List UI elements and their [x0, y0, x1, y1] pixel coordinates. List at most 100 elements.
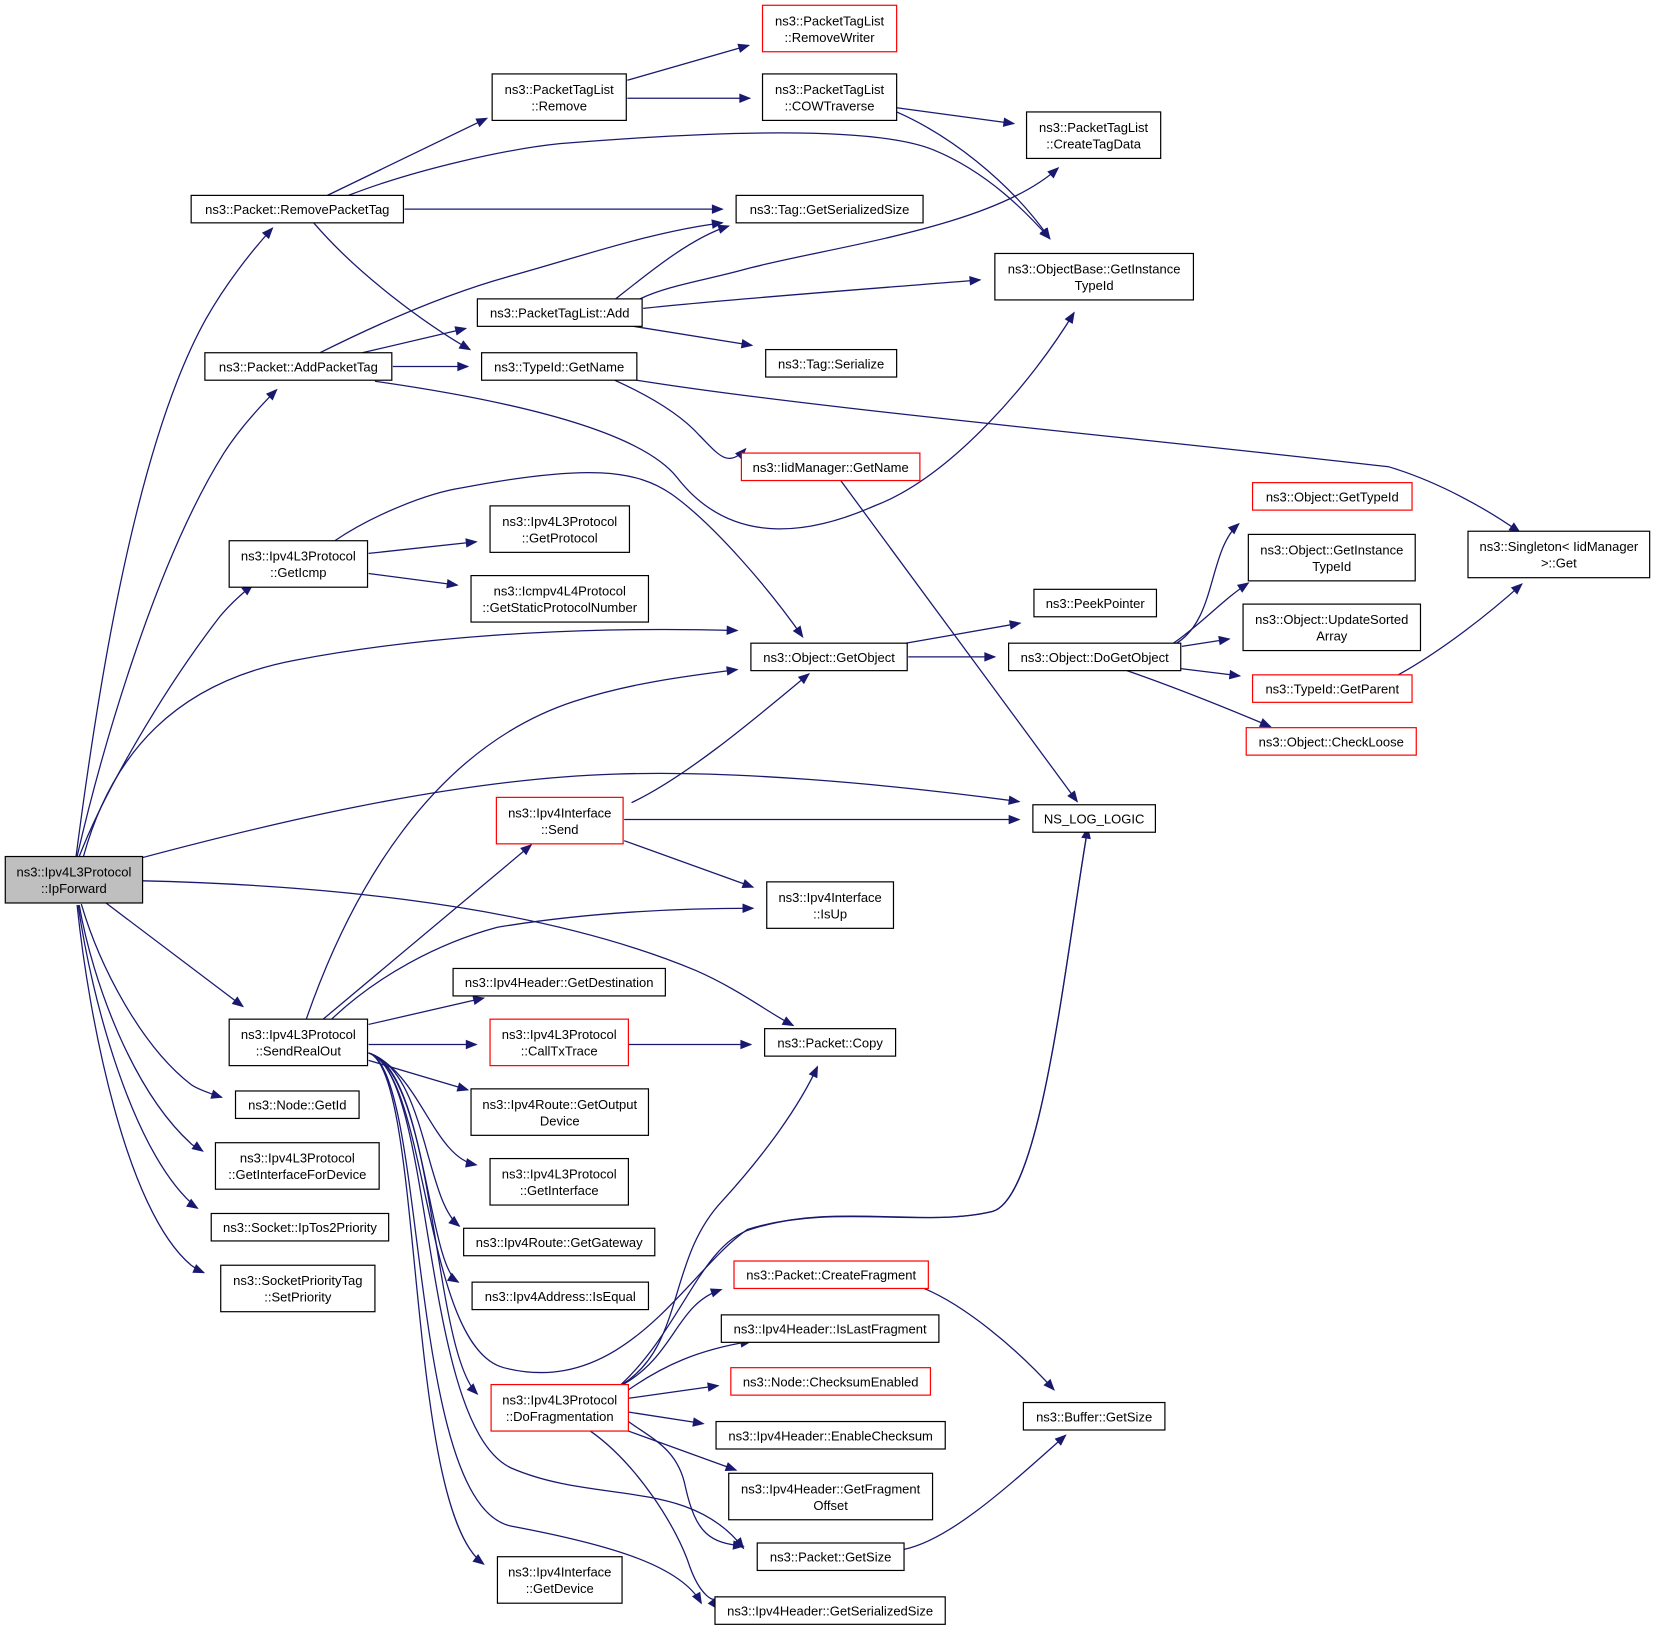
node-getstaticprotocolnumber[interactable]: ns3::Icmpv4L4Protocol::GetStaticProtocol… [470, 574, 650, 623]
call-edge-calltxtrace-to-packet_copy [628, 1039, 753, 1050]
node-ptl_add[interactable]: ns3::PacketTagList::Add [476, 298, 643, 327]
call-edge-ptl_add-to-objectbase_getinstancetypeid [643, 276, 982, 310]
node-tag_getserializedsize[interactable]: ns3::Tag::GetSerializedSize [735, 194, 924, 224]
call-edge-ptl_remove-to-removewriter [627, 43, 751, 81]
node-packet_copy[interactable]: ns3::Packet::Copy [764, 1028, 897, 1057]
arrowhead [740, 339, 754, 349]
call-edge-iidmanager_getname-to-ns_log_logic [840, 480, 1079, 803]
node-label: ns3::Ipv4L3Protocol [502, 514, 617, 529]
node-createfragment[interactable]: ns3::Packet::CreateFragment [733, 1260, 929, 1290]
node-getprotocol[interactable]: ns3::Ipv4L3Protocol::GetProtocol [489, 505, 631, 553]
node-label: ns3::Ipv4L3Protocol [502, 1027, 617, 1042]
arrowhead [456, 1082, 470, 1092]
arrowhead [711, 204, 724, 214]
node-dofragmentation[interactable]: ns3::Ipv4L3Protocol::DoFragmentation [490, 1383, 629, 1432]
node-tag_serialize[interactable]: ns3::Tag::Serialize [765, 348, 898, 378]
arrowhead [1067, 790, 1079, 803]
node-label: ns3::Object::GetTypeId [1266, 489, 1399, 504]
node-ipv4interface_send[interactable]: ns3::Ipv4Interface::Send [495, 796, 624, 845]
call-edge-object_getobject-to-object_dogetobject [908, 652, 997, 662]
call-edge-typeid_getname-to-iidmanager_getname [614, 379, 747, 460]
call-edge-ptl_remove-to-cowtraverse [627, 93, 752, 103]
node-label: ::COWTraverse [785, 98, 875, 113]
node-checksumenabled[interactable]: ns3::Node::ChecksumEnabled [730, 1367, 932, 1396]
node-typeid_getparent[interactable]: ns3::TypeId::GetParent [1251, 674, 1413, 703]
node-label: Device [540, 1113, 580, 1128]
node-getgateway[interactable]: ns3::Ipv4Route::GetGateway [463, 1227, 656, 1257]
arrowhead [732, 1540, 745, 1550]
arrowhead [457, 361, 470, 372]
node-typeid_getname[interactable]: ns3::TypeId::GetName [480, 352, 638, 381]
node-sendrealout[interactable]: ns3::Ipv4L3Protocol::SendRealOut [228, 1018, 369, 1067]
arrowhead [192, 1264, 206, 1274]
node-islastfragment[interactable]: ns3::Ipv4Header::IsLastFragment [720, 1314, 940, 1343]
node-buffer_getsize[interactable]: ns3::Buffer::GetSize [1022, 1401, 1166, 1431]
node-geticmp[interactable]: ns3::Ipv4L3Protocol::GetIcmp [228, 540, 369, 588]
call-edge-ipv4interface_send-to-object_getobject [631, 672, 811, 804]
call-edge-sendrealout-to-getgateway [368, 1052, 461, 1228]
node-label: ns3::Object::GetObject [763, 650, 895, 665]
node-ipv4interface_isup[interactable]: ns3::Ipv4Interface::IsUp [766, 881, 895, 929]
node-getinterfacefordevice[interactable]: ns3::Ipv4L3Protocol::GetInterfaceForDevi… [214, 1142, 380, 1190]
node-isequal[interactable]: ns3::Ipv4Address::IsEqual [471, 1281, 650, 1311]
node-label: ::GetIcmp [270, 565, 326, 580]
node-removewriter[interactable]: ns3::PacketTagList::RemoveWriter [761, 4, 898, 53]
arrowhead [1039, 227, 1051, 240]
call-edge-ipforward-to-node_getid [80, 903, 224, 1099]
node-label: ns3::PacketTagList [1039, 120, 1149, 135]
call-edge-sendrealout-to-calltxtrace [368, 1039, 478, 1050]
node-label: ::RemoveWriter [785, 30, 876, 45]
node-singleton_get[interactable]: ns3::Singleton< IidManager>::Get [1467, 530, 1651, 579]
arrowhead [454, 326, 468, 336]
call-edge-object_dogetobject-to-object_getinstancetypeid [1173, 582, 1250, 644]
node-getinterface[interactable]: ns3::Ipv4L3Protocol::GetInterface [489, 1157, 629, 1206]
node-label: ns3::PacketTagList [775, 82, 885, 97]
arrowhead [741, 879, 755, 889]
arrowhead [742, 903, 755, 914]
call-edge-cowtraverse-to-objectbase_getinstancetypeid [896, 111, 1051, 240]
node-ns_log_logic[interactable]: NS_LOG_LOGIC [1032, 804, 1156, 833]
node-ipv4interface_getdevice[interactable]: ns3::Ipv4Interface::GetDevice [496, 1556, 623, 1604]
node-ipv4header_getserializedsize[interactable]: ns3::Ipv4Header::GetSerializedSize [714, 1596, 946, 1625]
node-object_getobject[interactable]: ns3::Object::GetObject [750, 642, 908, 672]
node-label: ns3::Ipv4Interface [508, 805, 611, 820]
arrowhead [691, 1591, 702, 1605]
node-getdestination[interactable]: ns3::Ipv4Header::GetDestination [452, 967, 666, 997]
node-addpackettag[interactable]: ns3::Packet::AddPacketTag [204, 352, 393, 381]
arrowhead [1047, 167, 1060, 179]
call-edge-sendrealout-to-getinterface [368, 1052, 478, 1168]
node-enablechecksum[interactable]: ns3::Ipv4Header::EnableChecksum [715, 1420, 946, 1450]
arrowhead [1008, 814, 1021, 825]
node-iptos2priority[interactable]: ns3::Socket::IpTos2Priority [210, 1212, 390, 1242]
node-ipforward[interactable]: ns3::Ipv4L3Protocol::IpForward [4, 855, 144, 904]
node-label: ns3::ObjectBase::GetInstance [1008, 261, 1181, 276]
node-label: Offset [813, 1498, 848, 1513]
arrowhead [191, 1141, 204, 1152]
node-label: ns3::TypeId::GetName [494, 359, 624, 374]
arrowhead [797, 672, 811, 685]
node-createtagdata[interactable]: ns3::PacketTagList::CreateTagData [1025, 111, 1162, 160]
arrowhead [808, 1065, 819, 1079]
node-object_dogetobject[interactable]: ns3::Object::DoGetObject [1007, 642, 1182, 672]
node-object_gettypeid[interactable]: ns3::Object::GetTypeId [1251, 482, 1413, 511]
call-edges [75, 43, 1523, 1609]
node-object_checkloose[interactable]: ns3::Object::CheckLoose [1245, 727, 1417, 756]
node-label: ns3::Ipv4Route::GetGateway [476, 1235, 643, 1250]
node-peekpointer[interactable]: ns3::PeekPointer [1033, 588, 1158, 618]
arrowhead [465, 538, 478, 548]
node-removepackettag[interactable]: ns3::Packet::RemovePacketTag [190, 194, 405, 224]
node-iidmanager_getname[interactable]: ns3::IidManager::GetName [740, 452, 921, 482]
node-label: ns3::PeekPointer [1046, 596, 1146, 611]
node-calltxtrace[interactable]: ns3::Ipv4L3Protocol::CallTxTrace [489, 1018, 629, 1067]
node-setpriority[interactable]: ns3::SocketPriorityTag::SetPriority [220, 1264, 376, 1313]
node-node_getid[interactable]: ns3::Node::GetId [234, 1090, 360, 1120]
node-ptl_remove[interactable]: ns3::PacketTagList::Remove [491, 73, 627, 121]
node-packet_getsize[interactable]: ns3::Packet::GetSize [756, 1542, 905, 1572]
call-edge-ipforward-to-ns_log_logic [142, 772, 1021, 859]
node-cowtraverse[interactable]: ns3::PacketTagList::COWTraverse [761, 73, 898, 121]
